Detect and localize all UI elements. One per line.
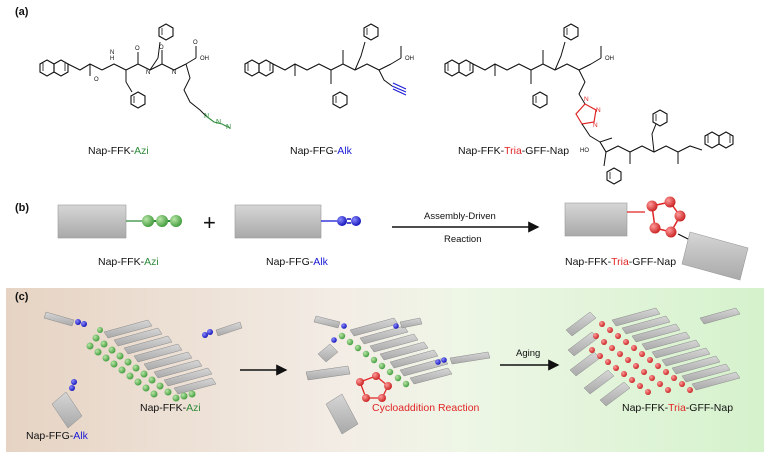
panel-label-c: (c) [15,291,29,303]
caption-c-product: Nap-FFK-Tria-GFF-Nap [622,402,734,414]
atom-n: N [110,50,114,56]
panel-c-stage-2 [305,315,491,435]
atom-n: N [146,70,150,76]
molecule-nap-ffk-azi [39,23,231,129]
arrow-label-top: Assembly-Driven [424,211,496,222]
atom-h: H [110,56,114,62]
atom-n: N [172,70,176,76]
panel-label-b: (b) [15,202,30,214]
svg-text:N: N [593,122,598,129]
atom-ho: HO [580,148,589,154]
svg-text:N: N [226,124,231,131]
molecule-nap-ffk-tria-gff-nap [444,23,734,185]
caption-c-alk: Nap-FFG-Alk [26,430,88,442]
caption-b-azi: Nap-FFK-Azi [98,256,159,268]
atom-o: O [159,45,164,51]
svg-text:N: N [204,113,209,120]
schematic-product [564,196,749,281]
atom-oh: OH [200,56,209,62]
svg-text:N: N [596,107,601,114]
azide-group: NNN [204,113,231,131]
schematic-azi [57,204,182,239]
panel-label-a: (a) [15,6,29,18]
schematic-alk [234,204,361,239]
atom-o: O [135,46,140,52]
svg-text:N: N [216,119,221,126]
atom-oh: OH [605,56,614,62]
panel-c-stage-1 [43,311,243,429]
plus-sign: + [203,210,216,235]
arrow-label-bottom: Reaction [444,234,482,245]
caption-aging: Aging [516,348,541,359]
caption-b-product: Nap-FFK-Tria-GFF-Nap [565,256,677,268]
caption-mol2: Nap-FFG-Alk [290,145,352,157]
caption-b-alk: Nap-FFG-Alk [266,256,328,268]
caption-c-azi: Nap-FFK-Azi [140,402,201,414]
atom-o: O [193,40,198,46]
panel-c-stage-3 [565,307,741,407]
svg-text:N: N [584,96,589,103]
caption-cycloaddition: Cycloaddition Reaction [372,402,480,414]
molecule-nap-ffg-alk [244,23,407,109]
triazole-atoms: NNN [584,96,601,129]
caption-mol3: Nap-FFK-Tria-GFF-Nap [458,145,570,157]
atom-o: O [94,77,99,83]
caption-mol1: Nap-FFK-Azi [88,145,149,157]
atom-oh: OH [405,56,414,62]
